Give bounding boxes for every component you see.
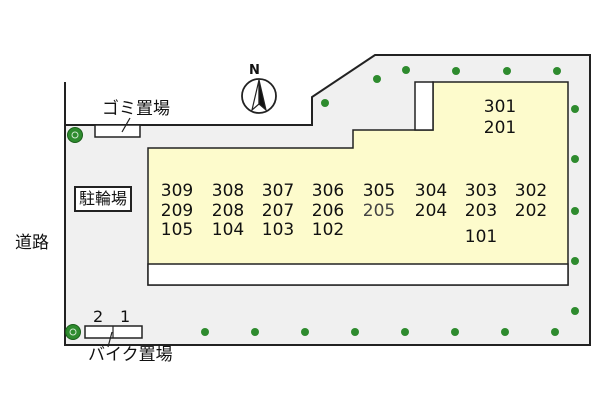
bike-slot-2-label: 2: [93, 307, 104, 326]
compass-icon: [241, 78, 277, 114]
garbage-leader-line: [121, 117, 131, 133]
tree-icon: [301, 328, 309, 336]
tree-icon: [451, 328, 459, 336]
garbage-area-box: [94, 124, 141, 138]
unit-number: 203: [464, 201, 498, 221]
unit-number: 105: [160, 220, 194, 240]
tree-icon: [201, 328, 209, 336]
unit-number: 309: [160, 181, 194, 201]
large-tree-icon: [67, 127, 83, 143]
large-tree-detail: [71, 131, 79, 139]
large-tree-detail: [69, 328, 77, 336]
tree-icon: [571, 257, 579, 265]
unit-number: 305: [362, 181, 396, 201]
trees-layer: [65, 66, 579, 340]
unit-number: 103: [261, 220, 295, 240]
tree-icon: [503, 67, 511, 75]
unit-number: 304: [414, 181, 448, 201]
garbage-area-label: ゴミ置場: [102, 99, 170, 119]
bike-slot-1-label: 1: [120, 307, 131, 326]
tree-icon: [373, 75, 381, 83]
unit-number: 102: [311, 220, 345, 240]
unit-number: 303: [464, 181, 498, 201]
tree-icon: [401, 328, 409, 336]
tree-icon: [571, 207, 579, 215]
unit-number: 306: [311, 181, 345, 201]
tree-icon: [571, 105, 579, 113]
tree-icon: [571, 155, 579, 163]
unit-number: 307: [261, 181, 295, 201]
unit-number: 209: [160, 201, 194, 221]
unit-number: 204: [414, 201, 448, 221]
unit-number: 308: [211, 181, 245, 201]
unit-number: 201: [483, 118, 517, 138]
unit-number: 206: [311, 201, 345, 221]
tree-icon: [452, 67, 460, 75]
large-tree-icon: [65, 324, 81, 340]
unit-number: 205: [362, 201, 396, 221]
tree-icon: [571, 307, 579, 315]
tree-icon: [251, 328, 259, 336]
tree-icon: [501, 328, 509, 336]
unit-number: 302: [514, 181, 548, 201]
unit-number: 301: [483, 97, 517, 117]
unit-number: 101: [464, 227, 498, 247]
tree-icon: [551, 328, 559, 336]
bike-parking-label: バイク置場: [88, 345, 173, 365]
stairwell: [414, 81, 434, 131]
bicycle-parking-label: 駐輪場: [74, 186, 133, 212]
tree-icon: [321, 99, 329, 107]
road-label: 道路: [15, 233, 49, 253]
tree-icon: [402, 66, 410, 74]
unit-number: 202: [514, 201, 548, 221]
tree-icon: [553, 67, 561, 75]
tree-icon: [351, 328, 359, 336]
unit-number: 208: [211, 201, 245, 221]
compass-north-label: N: [249, 63, 260, 78]
unit-number: 104: [211, 220, 245, 240]
unit-number: 207: [261, 201, 295, 221]
bike-leader-line: [107, 331, 113, 348]
corridor: [147, 263, 569, 286]
